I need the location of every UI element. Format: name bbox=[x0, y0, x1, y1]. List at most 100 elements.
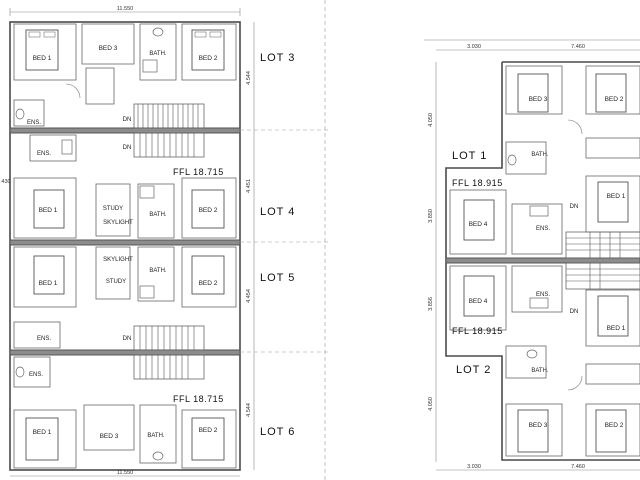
bed-icon bbox=[191, 255, 225, 295]
room-bed3-lot1 bbox=[505, 65, 563, 115]
label-bed3: BED 3 bbox=[529, 422, 548, 429]
room-bath-lot2 bbox=[505, 345, 547, 379]
room-ens-lot5 bbox=[13, 321, 61, 349]
room-bath-lot6 bbox=[139, 404, 177, 464]
bed-icon bbox=[463, 199, 495, 241]
label-study: STUDY bbox=[103, 206, 123, 212]
room-study-lot5 bbox=[95, 246, 131, 300]
room-ens-lot2 bbox=[511, 265, 563, 313]
room-study-lot4 bbox=[95, 183, 131, 237]
label-bed1: BED 1 bbox=[607, 193, 626, 200]
dim-right-w-a: 3.030 bbox=[467, 44, 481, 50]
label-bed1: BED 1 bbox=[39, 207, 58, 214]
label-bed1: BED 1 bbox=[33, 55, 52, 62]
room-bed3-lot6 bbox=[83, 404, 135, 451]
label-bed1: BED 1 bbox=[607, 325, 626, 332]
dim-left-lot6: 4.544 bbox=[246, 403, 252, 417]
room-bed2-lot1 bbox=[585, 65, 640, 115]
left-outer-wall bbox=[9, 21, 241, 471]
label-dn: DN bbox=[123, 145, 132, 151]
label-bath: BATH. bbox=[531, 368, 549, 374]
label-ens: ENS. bbox=[29, 372, 43, 378]
dim-right-w-b: 7.460 bbox=[571, 44, 585, 50]
left-building: 11.550 BED 1 BED 3 BATH. BED 2 ENS. bbox=[1, 0, 330, 480]
room-bed2-lot4 bbox=[181, 177, 237, 239]
label-bed2: BED 2 bbox=[199, 55, 218, 62]
dim-right-h2: 3.850 bbox=[428, 209, 434, 223]
party-wall-1-2 bbox=[445, 257, 640, 264]
ffl-right-b: FFL 18.915 bbox=[452, 326, 503, 336]
dim-left-width-top: 11.550 bbox=[117, 6, 133, 12]
label-skylight: SKYLIGHT bbox=[103, 220, 133, 226]
lot-label-4: LOT 4 bbox=[260, 206, 295, 218]
party-wall-4-5 bbox=[9, 239, 241, 246]
room-bed1-lot5 bbox=[13, 246, 77, 308]
stair-lot1 bbox=[565, 231, 640, 259]
room-bed2-lot6 bbox=[181, 409, 237, 469]
room-bath-lot4 bbox=[137, 183, 175, 239]
stair-lot2 bbox=[565, 262, 640, 290]
label-bath: BATH. bbox=[149, 51, 167, 57]
bed-icon bbox=[33, 255, 65, 295]
label-bath: BATH. bbox=[149, 268, 167, 274]
room-ens-lot1 bbox=[511, 203, 563, 255]
dim-left-lot4: 4.451 bbox=[246, 179, 252, 193]
lot-label-5: LOT 5 bbox=[260, 272, 295, 284]
label-bath: BATH. bbox=[147, 433, 165, 439]
room-bed4-lot2 bbox=[449, 265, 507, 331]
label-bed2: BED 2 bbox=[605, 96, 624, 103]
room-bath-lot5 bbox=[137, 246, 175, 302]
label-bed2: BED 2 bbox=[199, 427, 218, 434]
right-building: 3.030 7.460 4.050 3.850 3.856 4.050 BED … bbox=[424, 39, 640, 471]
label-bed4: BED 4 bbox=[469, 298, 488, 305]
label-bed4: BED 4 bbox=[469, 221, 488, 228]
room-bed4-lot1 bbox=[449, 189, 507, 255]
party-wall-5-6 bbox=[9, 349, 241, 356]
dim-left-lot3: 4.544 bbox=[246, 71, 252, 85]
ffl-left-b: FFL 18.715 bbox=[173, 394, 224, 404]
room-bed2-lot5 bbox=[181, 246, 237, 308]
room-ens-lot6 bbox=[13, 356, 51, 388]
dim-left-offset: 430 bbox=[1, 179, 10, 185]
room-bed1-lot4 bbox=[13, 177, 77, 239]
bed-icon bbox=[191, 417, 225, 461]
room-bed1-lot2 bbox=[585, 289, 640, 347]
label-ens: ENS. bbox=[536, 292, 550, 298]
label-dn: DN bbox=[570, 309, 579, 315]
bed-icon bbox=[517, 73, 549, 113]
room-bed2-lot2 bbox=[585, 403, 640, 457]
room-bed3-lot3 bbox=[81, 23, 135, 65]
label-bed3: BED 3 bbox=[529, 96, 548, 103]
ffl-right-a: FFL 18.915 bbox=[452, 178, 503, 188]
label-dn: DN bbox=[570, 204, 579, 210]
bed-icon bbox=[595, 409, 627, 453]
label-ens: ENS. bbox=[37, 336, 51, 342]
dim-right-w-b-bottom: 7.460 bbox=[571, 464, 585, 470]
dim-right-h4: 4.050 bbox=[428, 397, 434, 411]
label-study: STUDY bbox=[106, 279, 126, 285]
lot-label-3: LOT 3 bbox=[260, 52, 295, 64]
room-ens-lot4 bbox=[29, 134, 77, 162]
bed-icon bbox=[597, 295, 629, 337]
bed-icon bbox=[191, 189, 225, 229]
bed-icon bbox=[597, 181, 629, 223]
label-ens: ENS. bbox=[37, 151, 51, 157]
stair-lot6 bbox=[133, 354, 205, 380]
room-ens-lot3 bbox=[13, 99, 45, 127]
shower-icon bbox=[142, 59, 158, 73]
label-ens: ENS. bbox=[536, 226, 550, 232]
stair-lot4 bbox=[133, 132, 205, 158]
dim-left-width-bottom: 11.550 bbox=[117, 470, 133, 476]
label-bed2: BED 2 bbox=[199, 280, 218, 287]
bed-icon bbox=[517, 409, 549, 453]
room-bath-lot1 bbox=[505, 141, 547, 175]
room-bed1-lot3 bbox=[13, 23, 77, 81]
label-bed1: BED 1 bbox=[33, 429, 52, 436]
label-dn: DN bbox=[123, 336, 132, 342]
label-dn: DN bbox=[123, 117, 132, 123]
dim-right-h1: 4.050 bbox=[428, 113, 434, 127]
label-bed3: BED 3 bbox=[100, 433, 119, 440]
bed-icon bbox=[463, 275, 495, 317]
lot-label-6: LOT 6 bbox=[260, 426, 295, 438]
